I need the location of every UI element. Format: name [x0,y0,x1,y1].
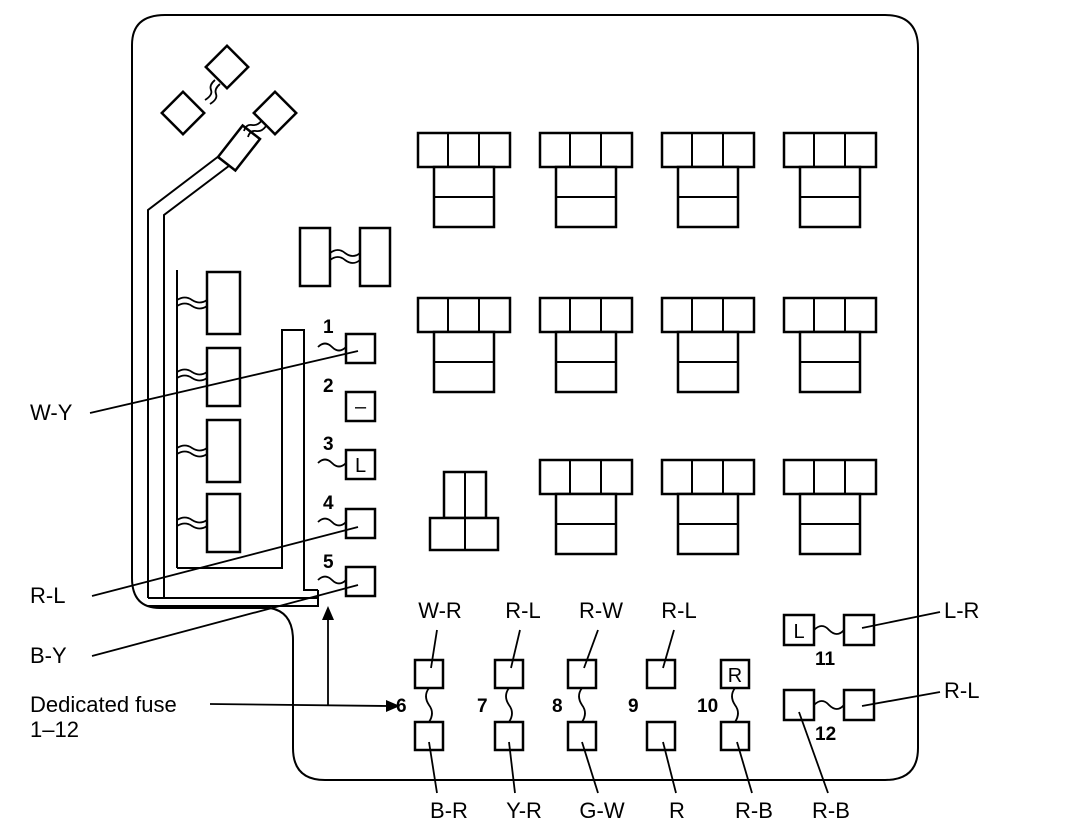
wire-label-bottom-10: R-B [735,798,773,823]
fuse-number-10: 10 [697,696,718,717]
fuse-number-2: 2 [323,376,334,397]
harness-channel [147,123,319,607]
fuse-number-4: 4 [323,493,334,514]
diamond-connectors [160,44,298,138]
fuse-1[interactable] [344,332,377,365]
relay-block [660,131,756,229]
relay-block [538,296,634,394]
fuse-number-12: 12 [815,724,836,745]
relay-block [782,458,878,556]
fuse-number-9: 9 [628,696,639,717]
fuse-5[interactable] [344,565,377,598]
fuse-4[interactable] [344,507,377,540]
small-relay [428,470,500,552]
wire-label-w-y: W-Y [30,400,73,425]
wire-label-b-y: B-Y [30,643,67,668]
fuse-number-5: 5 [323,552,334,573]
relay-block [782,131,878,229]
fuse-number-3: 3 [323,434,334,455]
fuse-number-1: 1 [323,317,334,338]
fuse-11-right[interactable] [842,613,876,647]
fuse-10-bottom[interactable] [719,720,751,752]
fuse-9-top[interactable] [645,658,677,690]
relay-block [538,131,634,229]
wire-label-l-r: L-R [944,598,979,623]
bottom-fuses: R 6 7 8 9 10 [396,658,751,752]
wire-label-bottom-8: G-W [579,798,624,823]
wire-label-bottom-12: R-B [812,798,850,823]
fuse-number-6: 6 [396,696,407,717]
right-fuses: L 11 12 [782,613,876,745]
fuse-10-top[interactable] [719,658,751,690]
fuse-9-bottom[interactable] [645,720,677,752]
wire-label-top-9: R-L [661,598,696,623]
wire-label-top-8: R-W [579,598,623,623]
relay-block [416,131,512,229]
left-fuses: – L 1 2 3 4 5 [317,317,377,598]
fuse-number-7: 7 [477,696,488,717]
relay-grid [416,131,878,556]
fuse-11-symbol: L [793,621,804,643]
fuse-8-bottom[interactable] [566,720,598,752]
relay-block [782,296,878,394]
wire-label-top-7: R-L [505,598,540,623]
fuse-7-top[interactable] [493,658,525,690]
relay-block [538,458,634,556]
fuse-3[interactable] [344,448,377,481]
fuse-2-symbol: – [355,396,367,418]
fuse-8-top[interactable] [566,658,598,690]
dedicated-fuse-range: 1–12 [30,717,79,742]
wire-label-bottom-7: Y-R [506,798,542,823]
wire-label-r-l-left: R-L [30,583,65,608]
fuse-10-symbol: R [728,665,742,687]
fuse-number-8: 8 [552,696,563,717]
fuse-6-top[interactable] [413,658,445,690]
wire-label-top-6: W-R [418,598,462,623]
left-relays [176,270,242,554]
relay-block [416,296,512,394]
wire-label-r-l-right: R-L [944,678,979,703]
wire-label-bottom-9: R [669,798,685,823]
dedicated-fuse-label: Dedicated fuse [30,692,177,717]
fuse-box-outline [131,14,919,781]
wire-label-bottom-6: B-R [430,798,468,823]
relay-pair [298,226,392,288]
fuse-12-left[interactable] [782,688,816,722]
fuse-2[interactable] [344,390,377,423]
dedicated-fuse-arrows [209,606,400,712]
fuse-3-symbol: L [355,455,366,477]
relay-block [660,458,756,556]
relay-block [660,296,756,394]
fuse-number-11: 11 [815,649,836,670]
leader-lines [89,350,941,794]
